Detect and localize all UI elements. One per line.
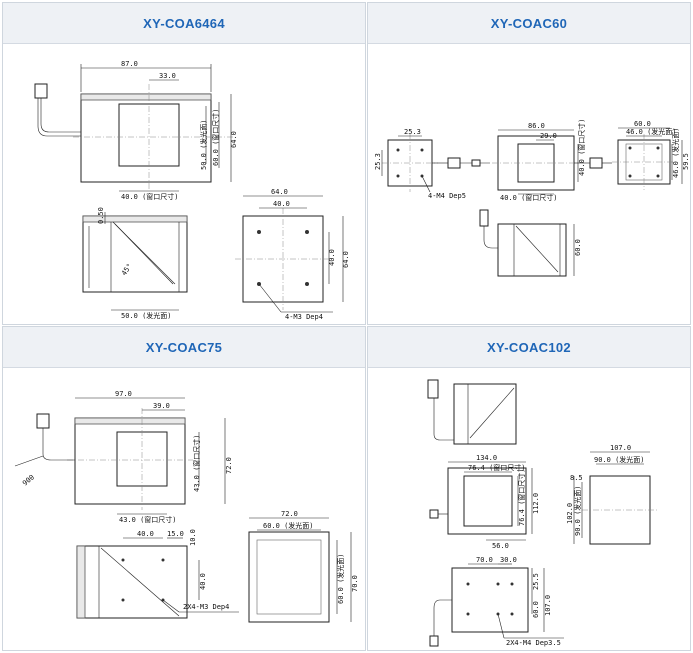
holes-note: 4-M4 Dep5 — [428, 192, 466, 200]
panel-header: XY-COAC102 — [368, 327, 690, 368]
dim-70: 70.0 — [476, 556, 493, 564]
dim-87: 87.0 — [121, 60, 138, 68]
dim-56: 56.0 — [492, 542, 509, 550]
coac75-side-body — [76, 545, 188, 619]
lower-side: 60.0 — [574, 239, 582, 256]
dim-33: 33.0 — [159, 72, 176, 80]
coac102-bottom-body — [451, 567, 529, 633]
right-side1: 46.0 (发光面) — [671, 127, 680, 178]
dim-102: 102.0 — [566, 503, 574, 524]
coac102-window — [463, 475, 513, 527]
dim-40-side: 40.0 — [328, 249, 336, 266]
coac75-connector — [36, 413, 50, 429]
coac60-lower-body — [497, 223, 567, 277]
dim-112: 112.0 — [532, 493, 540, 514]
panel-coa6464: XY-COA6464 87.0 33.0 60.0 (窗口尺寸) 50.0 (发 — [2, 2, 366, 325]
dim-60-side: 60.0 (发光面) — [336, 553, 345, 604]
panel-title: XY-COAC102 — [487, 339, 571, 355]
dim-85: 8.5 — [570, 474, 583, 482]
dim-255: 25.5 — [532, 573, 540, 590]
dim-40-win: 40.0 (窗口尺寸) — [121, 192, 179, 201]
left-top: 25.3 — [404, 128, 421, 136]
panel-title: XY-COA6464 — [143, 15, 225, 31]
coac102-side-body — [453, 383, 517, 445]
dim-72-side: 72.0 — [225, 457, 233, 474]
dim-60-lum: 60.0 (发光面) — [263, 521, 314, 530]
coac60-drawing: 25.3 25.3 4-M4 Dep5 86.0 29.0 40.0 (窗口尺寸… — [374, 118, 690, 277]
panel-header: XY-COAC75 — [3, 327, 365, 368]
coac75-mirror — [100, 547, 180, 617]
coa6464-top-edge — [80, 93, 212, 101]
dim-764: 76.4 (窗口尺寸) — [468, 463, 526, 472]
coa6464-cable — [40, 98, 81, 133]
dim-50-bottom: 50.0 (发光面) — [121, 311, 172, 320]
right-top2: 46.0 (发光面) — [626, 127, 677, 136]
coac75-front-body — [248, 531, 330, 623]
dim-15: 15.0 — [167, 530, 184, 538]
dim-60: 60.0 — [532, 601, 540, 618]
dim-050: 0.50 — [97, 207, 105, 224]
dim-60-win: 60.0 (窗口尺寸) — [211, 108, 220, 166]
panel-coac60: XY-COAC60 25.3 25.3 4-M4 Dep5 86 — [367, 2, 691, 325]
left-side: 25.3 — [374, 153, 382, 170]
coac102-drawing: 134.0 76.4 (窗口尺寸) 76.4 (窗口尺寸) 112.0 56.0… — [427, 379, 658, 647]
panel-header: XY-COAC60 — [368, 3, 690, 44]
dim-39: 39.0 — [153, 402, 170, 410]
dim-64-top: 64.0 — [271, 188, 288, 196]
dim-134: 134.0 — [476, 454, 497, 462]
dim-900: 900 — [21, 473, 36, 487]
dim-64-right: 64.0 — [342, 251, 350, 268]
panel-header: XY-COA6464 — [3, 3, 365, 44]
dim-90-side: 90.0 (发光面) — [573, 485, 582, 536]
mid-win-top: 29.0 — [540, 132, 557, 140]
panel-title: XY-COAC75 — [145, 339, 223, 355]
dim-107-side: 107.0 — [544, 595, 552, 616]
dim-97: 97.0 — [115, 390, 132, 398]
holes-note: 4-M3 Dep4 — [285, 313, 323, 321]
coac102-mirror — [469, 387, 515, 439]
dim-90: 90.0 (发光面) — [594, 455, 645, 464]
dim-764-side: 76.4 (窗口尺寸) — [517, 468, 526, 526]
mid-bottom: 40.0 (窗口尺寸) — [500, 193, 558, 202]
coa6464-window — [118, 103, 180, 167]
dim-70: 70.0 — [351, 575, 359, 592]
dim-43-win-side: 43.0 (窗口尺寸) — [192, 434, 201, 492]
dim-64-side: 64.0 — [230, 131, 238, 148]
right-side2: 59.5 — [682, 153, 690, 170]
coac75-drawing: 900 97.0 39.0 43.0 (窗口尺寸) 72.0 43.0 (窗口尺… — [14, 390, 359, 623]
panel-coac75: XY-COAC75 900 97.0 39.0 43.0 (窗口尺寸) 72.0… — [2, 326, 366, 651]
coa6464-drawing: 87.0 33.0 60.0 (窗口尺寸) 50.0 (发光面) 64.0 40… — [34, 60, 350, 321]
holes-note: 2X4-M3 Dep4 — [183, 603, 229, 611]
dim-107: 107.0 — [610, 444, 631, 452]
mid-top: 86.0 — [528, 122, 545, 130]
panel-coac102: XY-COAC102 134.0 76.4 (窗口尺寸) 76.4 (窗口尺寸)… — [367, 326, 691, 651]
dim-10: 10.0 — [189, 529, 197, 546]
right-top: 60.0 — [634, 120, 651, 128]
dim-43-win-bottom: 43.0 (窗口尺寸) — [119, 515, 177, 524]
dim-72-top: 72.0 — [281, 510, 298, 518]
dim-50-lum: 50.0 (发光面) — [199, 119, 208, 170]
holes-note: 2X4-M4 Dep3.5 — [506, 639, 561, 647]
coa6464-connector — [34, 83, 48, 99]
dim-40-top: 40.0 — [273, 200, 290, 208]
mid-win-side: 40.0 (窗口尺寸) — [577, 118, 586, 176]
panel-title: XY-COAC60 — [490, 15, 568, 31]
dim-30: 30.0 — [500, 556, 517, 564]
dim-40: 40.0 — [137, 530, 154, 538]
dim-40-side: 40.0 — [199, 573, 207, 590]
